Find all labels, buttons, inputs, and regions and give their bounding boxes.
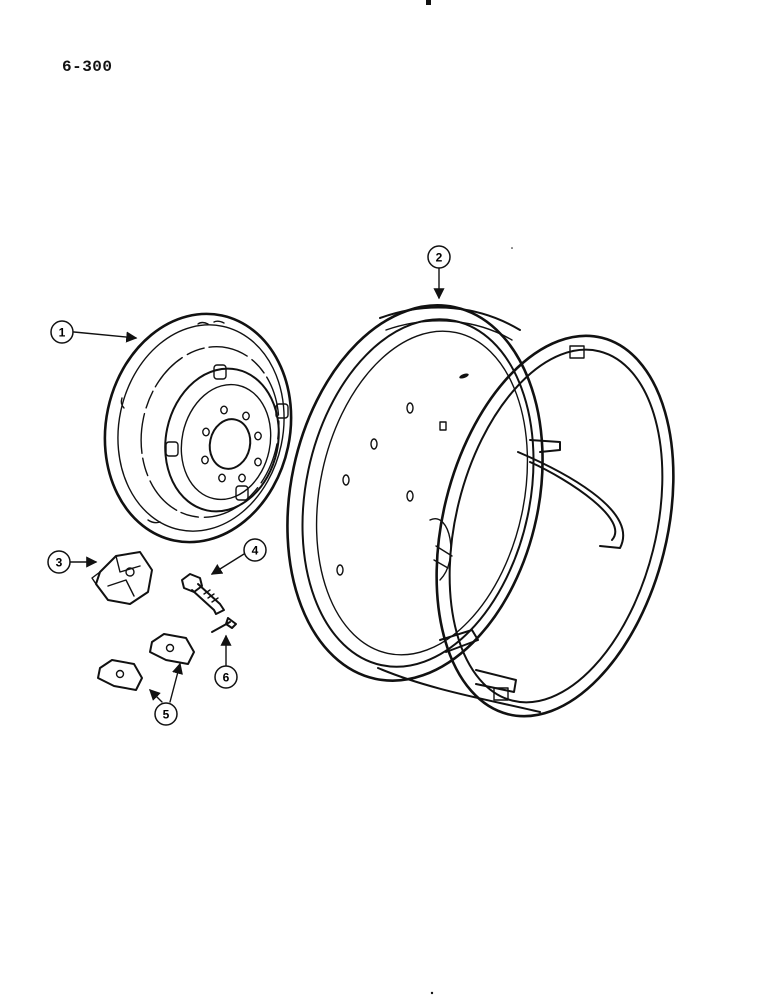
callout-3: 3 [47,550,71,574]
clamp-part [91,551,153,605]
lug-pair [97,633,195,691]
scan-mark [426,0,431,5]
callout-6-label: 6 [223,671,230,685]
callout-3-label: 3 [56,556,63,570]
wheel-center-disc [103,312,293,544]
callout-5-label: 5 [163,708,170,722]
callout-4: 4 [243,538,267,562]
scan-speck [430,991,434,995]
wheel-rim [286,304,675,718]
callout-2: 2 [427,245,451,269]
screw [211,617,237,633]
callout-2-label: 2 [436,251,443,265]
scan-speck [511,247,513,249]
callout-4-label: 4 [252,544,259,558]
page-number: 6-300 [62,58,113,76]
callout-1-label: 1 [59,326,66,340]
callout-5: 5 [154,702,178,726]
callout-6: 6 [214,665,238,689]
callout-1: 1 [50,320,74,344]
bolt [181,573,225,615]
